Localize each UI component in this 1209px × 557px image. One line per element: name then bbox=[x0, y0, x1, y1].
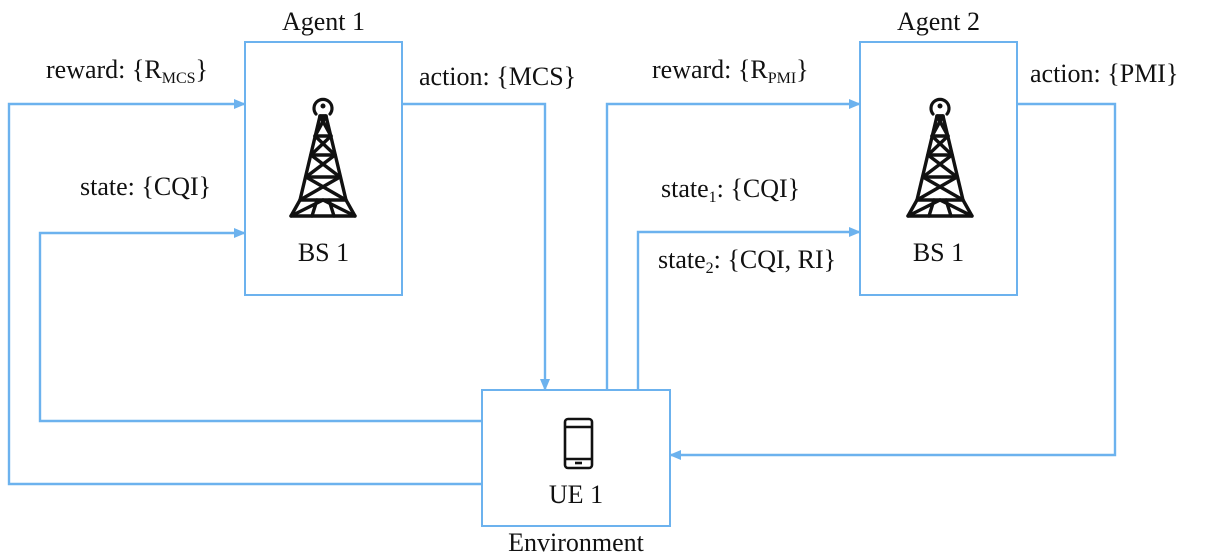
agent2-title: Agent 2 bbox=[896, 7, 981, 36]
agent2-state2-sub: 2 bbox=[705, 260, 714, 277]
reward-pmi-arrow bbox=[605, 99, 861, 390]
agent2-node-label: BS 1 bbox=[912, 238, 965, 267]
agent1-reward-sub: MCS bbox=[161, 70, 196, 87]
agent1-action-label: action: {MCS} bbox=[419, 62, 577, 91]
agent1-node-label: BS 1 bbox=[297, 238, 350, 267]
agent2-state1-label: state1: {CQI} bbox=[661, 174, 800, 213]
environment-node-label: UE 1 bbox=[548, 480, 604, 509]
agent1-reward-label: reward: {RMCS} bbox=[46, 55, 208, 94]
state-cqi-arrow bbox=[38, 228, 482, 423]
cell-tower-icon bbox=[289, 97, 357, 218]
agent2-state1-sub: 1 bbox=[708, 189, 717, 206]
agent2-reward-label: reward: {RPMI} bbox=[652, 55, 809, 94]
state-agent2-arrow bbox=[636, 227, 861, 390]
reward-mcs-arrow bbox=[7, 99, 482, 486]
agent1-reward-prefix: reward: {R bbox=[46, 55, 162, 84]
agent1-state-label: state: {CQI} bbox=[80, 172, 212, 201]
agent2-reward-sub: PMI bbox=[767, 70, 797, 87]
cell-tower-icon bbox=[906, 97, 974, 218]
agent1-reward-suffix: } bbox=[195, 55, 208, 84]
agent2-state1-prefix: state bbox=[661, 174, 709, 203]
agent2-state1-suffix: : {CQI} bbox=[716, 174, 801, 203]
agent2-action-label: action: {PMI} bbox=[1030, 59, 1179, 88]
agent2-reward-suffix: } bbox=[796, 55, 809, 84]
action-pmi-arrow bbox=[669, 102, 1117, 460]
agent1-title: Agent 1 bbox=[281, 7, 366, 36]
smartphone-icon bbox=[563, 417, 594, 470]
agent2-reward-prefix: reward: {R bbox=[652, 55, 768, 84]
action-mcs-arrow bbox=[402, 102, 550, 391]
agent2-state2-prefix: state bbox=[658, 245, 706, 274]
agent2-state2-suffix: : {CQI, RI} bbox=[713, 245, 837, 274]
environment-title: Environment bbox=[508, 528, 644, 557]
agent1-box bbox=[244, 41, 403, 296]
agent2-state2-label: state2: {CQI, RI} bbox=[658, 245, 836, 284]
agent2-box bbox=[859, 41, 1018, 296]
